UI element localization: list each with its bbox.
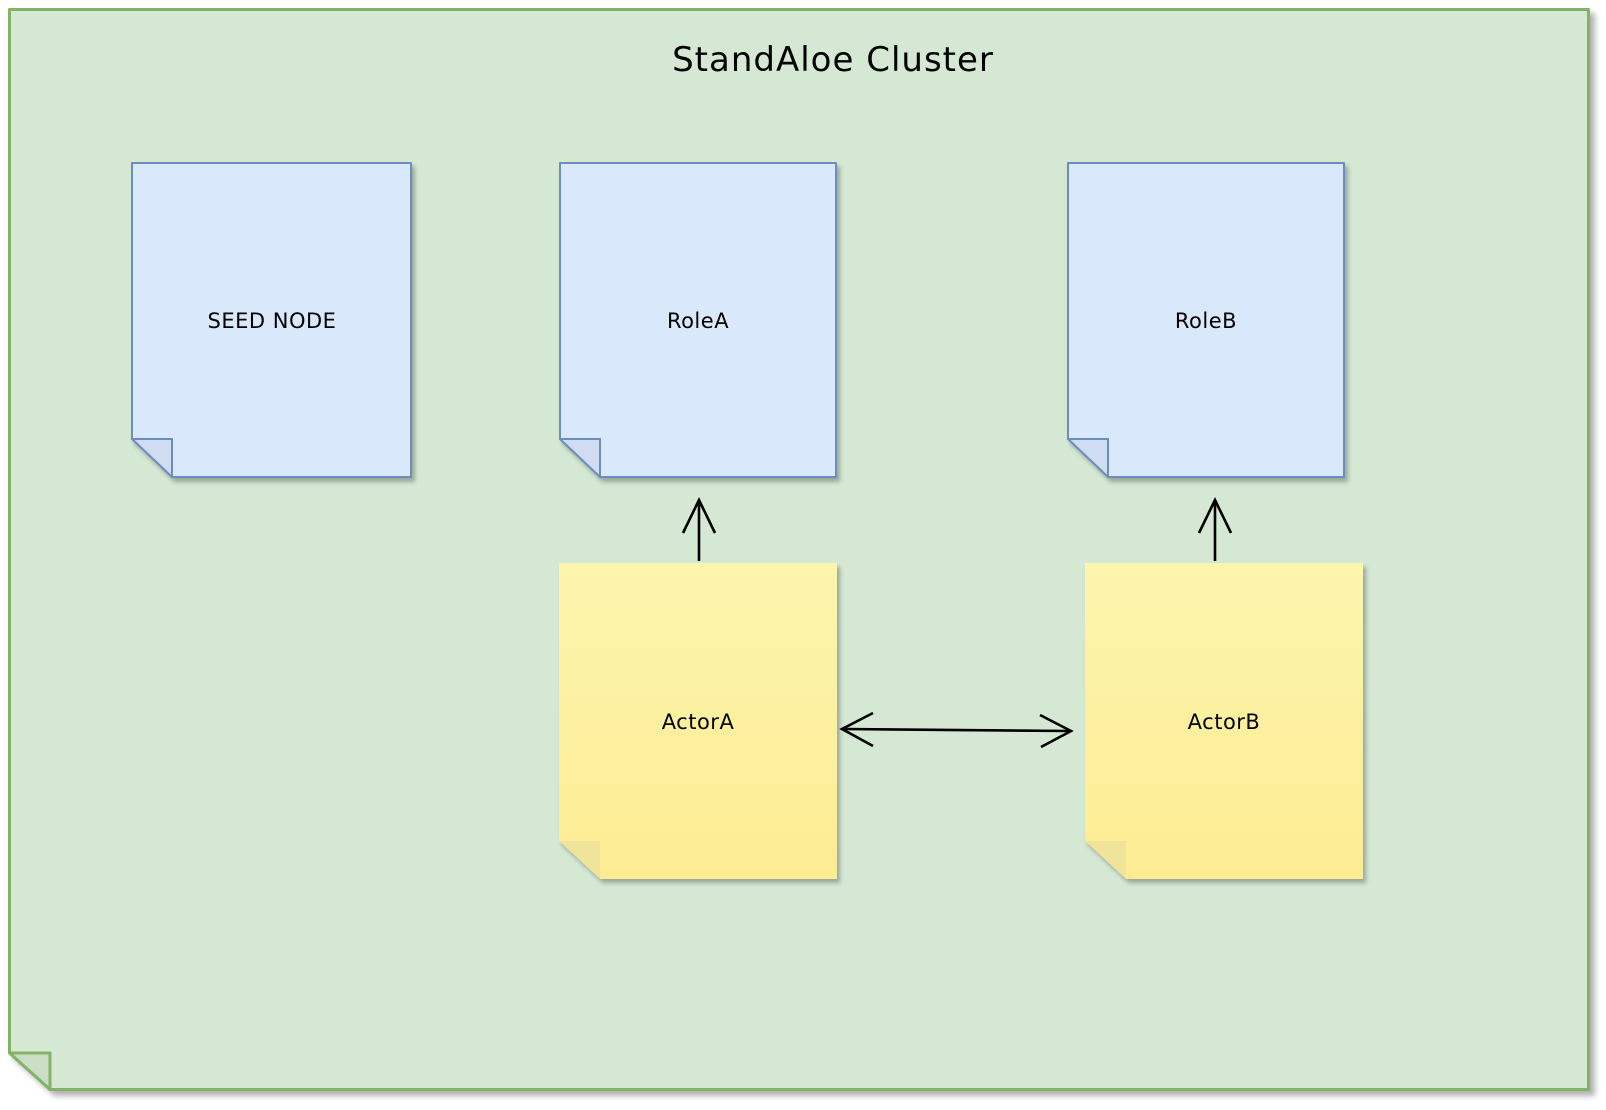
- node-role-b-label: RoleB: [1174, 309, 1238, 333]
- seed-node-folded-corner: [131, 438, 173, 478]
- node-actor-a-label: ActorA: [661, 710, 735, 734]
- node-actor-b[interactable]: [1085, 563, 1363, 879]
- role-a-folded-corner: [559, 438, 601, 478]
- node-role-b[interactable]: [1067, 162, 1345, 478]
- cluster-title: StandAloe Cluster: [672, 40, 994, 80]
- node-role-a[interactable]: [559, 162, 837, 478]
- cluster-folded-corner: [8, 1051, 52, 1091]
- node-actor-a[interactable]: [559, 563, 837, 879]
- node-seed-node-label: SEED NODE: [207, 309, 337, 333]
- node-actor-b-label: ActorB: [1187, 710, 1261, 734]
- node-seed-node[interactable]: [131, 162, 412, 478]
- actor-a-folded-corner: [559, 841, 600, 879]
- role-b-folded-corner: [1067, 438, 1109, 478]
- actor-b-body-shape: [1085, 563, 1363, 879]
- node-role-a-label: RoleA: [666, 309, 730, 333]
- actor-b-folded-corner: [1085, 841, 1126, 879]
- actor-a-body-shape: [559, 563, 837, 879]
